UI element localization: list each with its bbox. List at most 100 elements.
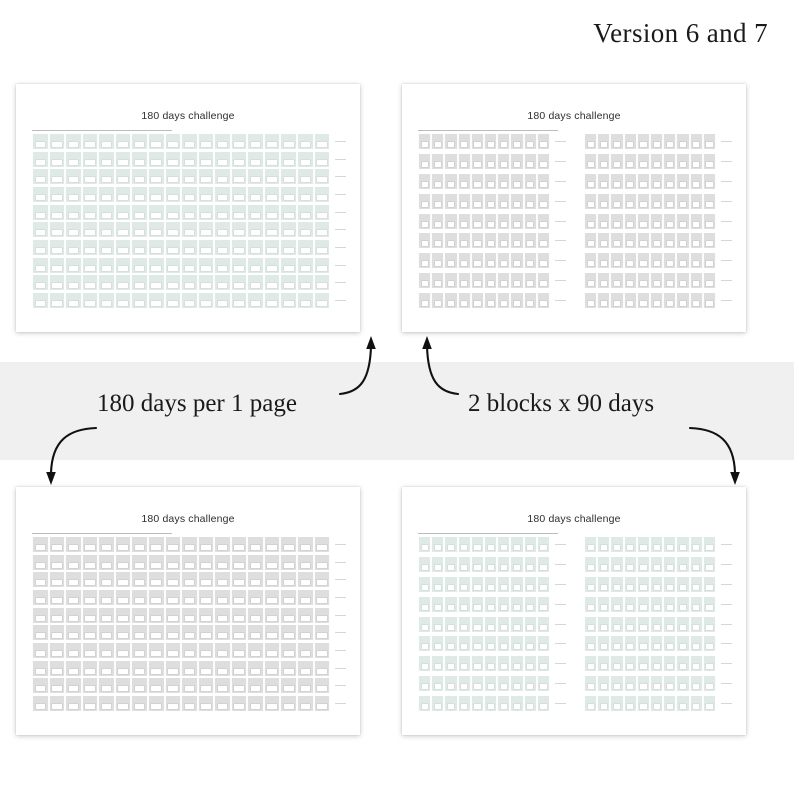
day-cell[interactable] <box>164 134 182 149</box>
day-cell[interactable] <box>444 293 458 308</box>
day-cell[interactable] <box>650 596 664 612</box>
day-cell[interactable] <box>197 151 215 167</box>
day-cell[interactable] <box>510 696 524 711</box>
day-cell[interactable] <box>650 153 664 169</box>
day-cell[interactable] <box>81 589 99 605</box>
day-cell[interactable] <box>32 257 49 273</box>
day-cell[interactable] <box>147 239 165 255</box>
day-cell[interactable] <box>81 257 99 273</box>
day-cell[interactable] <box>536 596 551 612</box>
day-cell[interactable] <box>497 576 511 592</box>
day-cell[interactable] <box>114 607 132 623</box>
day-cell[interactable] <box>181 204 198 220</box>
day-cell[interactable] <box>197 678 215 694</box>
day-cell[interactable] <box>247 660 264 676</box>
day-cell[interactable] <box>181 537 198 552</box>
day-cell[interactable] <box>418 636 432 652</box>
day-cell[interactable] <box>214 625 231 641</box>
day-cell[interactable] <box>676 656 690 672</box>
day-cell[interactable] <box>263 642 281 658</box>
day-cell[interactable] <box>418 576 432 592</box>
day-cell[interactable] <box>131 151 148 167</box>
day-cell[interactable] <box>484 656 498 672</box>
day-cell[interactable] <box>418 656 432 672</box>
day-cell[interactable] <box>197 589 215 605</box>
day-cell[interactable] <box>214 186 231 202</box>
day-cell[interactable] <box>444 636 458 652</box>
day-cell[interactable] <box>623 656 637 672</box>
day-cell[interactable] <box>702 293 717 308</box>
day-cell[interactable] <box>497 193 511 209</box>
day-cell[interactable] <box>263 169 281 185</box>
day-cell[interactable] <box>98 642 115 658</box>
day-cell[interactable] <box>181 222 198 238</box>
day-cell[interactable] <box>114 169 132 185</box>
day-cell[interactable] <box>32 572 49 588</box>
day-cell[interactable] <box>98 204 115 220</box>
day-cell[interactable] <box>523 596 537 612</box>
day-cell[interactable] <box>663 233 677 249</box>
day-cell[interactable] <box>702 253 717 269</box>
day-cell[interactable] <box>181 275 198 291</box>
day-cell[interactable] <box>444 596 458 612</box>
day-cell[interactable] <box>457 253 471 269</box>
day-cell[interactable] <box>497 696 511 711</box>
day-cell[interactable] <box>431 676 445 692</box>
day-cell[interactable] <box>313 151 331 167</box>
day-cell[interactable] <box>65 204 82 220</box>
day-cell[interactable] <box>247 134 264 149</box>
day-cell[interactable] <box>470 233 485 249</box>
day-cell[interactable] <box>484 636 498 652</box>
day-cell[interactable] <box>48 695 66 711</box>
day-cell[interactable] <box>650 556 664 572</box>
day-cell[interactable] <box>197 257 215 273</box>
day-cell[interactable] <box>297 222 314 238</box>
day-cell[interactable] <box>32 204 49 220</box>
day-cell[interactable] <box>65 625 82 641</box>
page-preview-top-right[interactable]: 180 days challenge <box>402 84 746 332</box>
day-cell[interactable] <box>131 186 148 202</box>
day-cell[interactable] <box>164 151 182 167</box>
day-cell[interactable] <box>702 233 717 249</box>
day-cell[interactable] <box>65 660 82 676</box>
day-cell[interactable] <box>48 204 66 220</box>
day-cell[interactable] <box>418 273 432 289</box>
day-cell[interactable] <box>689 173 703 189</box>
day-cell[interactable] <box>280 572 297 588</box>
day-cell[interactable] <box>65 222 82 238</box>
day-cell[interactable] <box>131 678 148 694</box>
day-cell[interactable] <box>597 676 611 692</box>
day-cell[interactable] <box>623 596 637 612</box>
day-cell[interactable] <box>65 537 82 552</box>
day-cell[interactable] <box>81 275 99 291</box>
day-cell[interactable] <box>263 607 281 623</box>
day-cell[interactable] <box>297 204 314 220</box>
day-cell[interactable] <box>114 292 132 308</box>
day-cell[interactable] <box>164 275 182 291</box>
day-cell[interactable] <box>280 660 297 676</box>
day-cell[interactable] <box>597 233 611 249</box>
day-cell[interactable] <box>313 292 331 308</box>
day-cell[interactable] <box>263 275 281 291</box>
day-cell[interactable] <box>444 676 458 692</box>
day-cell[interactable] <box>98 275 115 291</box>
day-cell[interactable] <box>650 676 664 692</box>
day-cell[interactable] <box>98 292 115 308</box>
day-cell[interactable] <box>81 537 99 552</box>
day-cell[interactable] <box>131 134 148 149</box>
day-cell[interactable] <box>584 153 598 169</box>
day-cell[interactable] <box>214 660 231 676</box>
day-cell[interactable] <box>689 537 703 552</box>
day-cell[interactable] <box>597 293 611 308</box>
day-cell[interactable] <box>536 134 551 149</box>
day-cell[interactable] <box>230 257 248 273</box>
day-cell[interactable] <box>65 151 82 167</box>
day-cell[interactable] <box>114 222 132 238</box>
day-cell[interactable] <box>597 596 611 612</box>
day-cell[interactable] <box>510 676 524 692</box>
day-cell[interactable] <box>263 625 281 641</box>
day-cell[interactable] <box>663 676 677 692</box>
day-cell[interactable] <box>497 596 511 612</box>
day-cell[interactable] <box>297 134 314 149</box>
day-cell[interactable] <box>536 273 551 289</box>
